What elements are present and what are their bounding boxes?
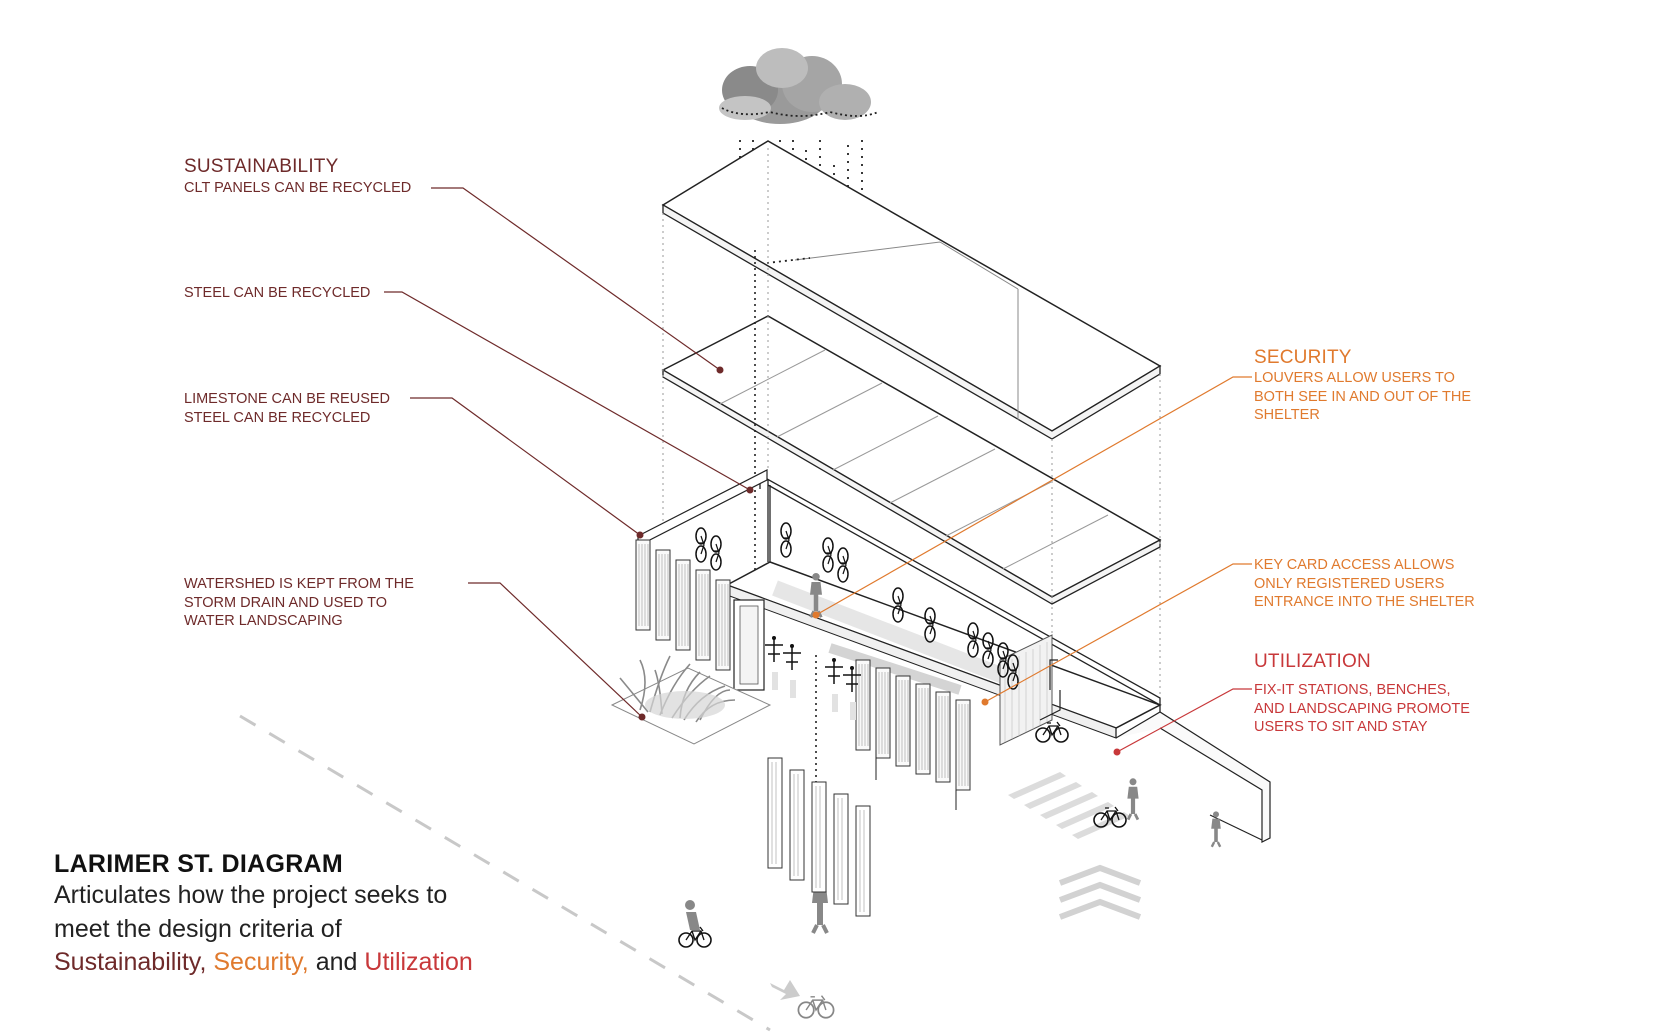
sustainability-note-steel: STEEL CAN BE RECYCLED	[184, 285, 371, 301]
sustainability-note-watershed: WATERSHED IS KEPT FROM THE STORM DRAIN A…	[184, 575, 414, 631]
diagram-description-line3: Sustainability, Security, and Utilizatio…	[54, 946, 473, 980]
security-note-louvers-line2: BOTH SEE IN AND OUT OF THE	[1254, 388, 1471, 405]
keyword-utilization: Utilization	[364, 948, 473, 976]
diagram-title-block: LARIMER ST. DIAGRAM Articulates how the …	[54, 850, 473, 980]
rain-cloud-icon	[719, 48, 879, 124]
sustainability-note-watershed-line3: WATER LANDSCAPING	[184, 613, 343, 630]
utilization-note-fixit-line1: FIX-IT STATIONS, BENCHES,	[1254, 682, 1451, 698]
grass-icon	[610, 655, 772, 745]
security-note-louvers-line3: SHELTER	[1254, 407, 1320, 424]
utilization-heading: UTILIZATION	[1254, 651, 1371, 672]
utilization-note-fixit-line3: USERS TO SIT AND STAY	[1254, 719, 1428, 736]
sustainability-note-clt: CLT PANELS CAN BE RECYCLED	[184, 180, 412, 196]
security-note-louvers: LOUVERS ALLOW USERS TO BOTH SEE IN AND O…	[1254, 369, 1471, 425]
diagram-description-line1: Articulates how the project seeks to	[54, 881, 448, 909]
sustainability-heading: SUSTAINABILITY	[184, 156, 339, 177]
security-note-louvers-line1: LOUVERS ALLOW USERS TO	[1254, 370, 1455, 386]
sustainability-note-watershed-line1: WATERSHED IS KEPT FROM THE	[184, 576, 414, 592]
sustainability-note-watershed-line2: STORM DRAIN AND USED TO	[184, 594, 388, 611]
utilization-note-fixit-line2: AND LANDSCAPING PROMOTE	[1254, 700, 1470, 717]
louver-wall-front	[733, 599, 971, 810]
crosswalk	[1008, 772, 1130, 839]
security-note-keycard-line2: ONLY REGISTERED USERS	[1254, 575, 1445, 592]
leader-dots	[636, 366, 1121, 756]
sustainability-note-limestone: LIMESTONE CAN BE REUSED STEEL CAN BE REC…	[184, 390, 390, 427]
crosswalk-chevron-icon	[1058, 864, 1142, 920]
keyword-security: Security,	[213, 948, 309, 976]
sustainability-note-limestone-line2: STEEL CAN BE RECYCLED	[184, 409, 371, 426]
security-note-keycard: KEY CARD ACCESS ALLOWS ONLY REGISTERED U…	[1254, 556, 1475, 612]
cyclist-icon	[678, 806, 1127, 948]
sustainability-note-limestone-line1: LIMESTONE CAN BE REUSED	[184, 391, 391, 407]
keyword-joiner: and	[315, 948, 358, 976]
louver-panels-exploded	[767, 757, 871, 917]
pedestrian-icon	[810, 776, 1223, 935]
security-note-keycard-line3: ENTRANCE INTO THE SHELTER	[1254, 594, 1475, 611]
diagram-description-line2: meet the design criteria of	[54, 914, 342, 943]
diagram-title: LARIMER ST. DIAGRAM	[54, 850, 344, 878]
keyword-sustainability: Sustainability,	[54, 948, 207, 976]
bench-extension	[1115, 711, 1271, 843]
leader-lines	[384, 187, 1252, 753]
utilization-note-fixit: FIX-IT STATIONS, BENCHES, AND LANDSCAPIN…	[1254, 681, 1470, 737]
bike-lane-arrow-icon	[770, 980, 835, 1019]
security-note-keycard-line1: KEY CARD ACCESS ALLOWS	[1254, 557, 1455, 573]
louver-wall-left	[635, 469, 768, 671]
security-heading: SECURITY	[1254, 347, 1352, 368]
